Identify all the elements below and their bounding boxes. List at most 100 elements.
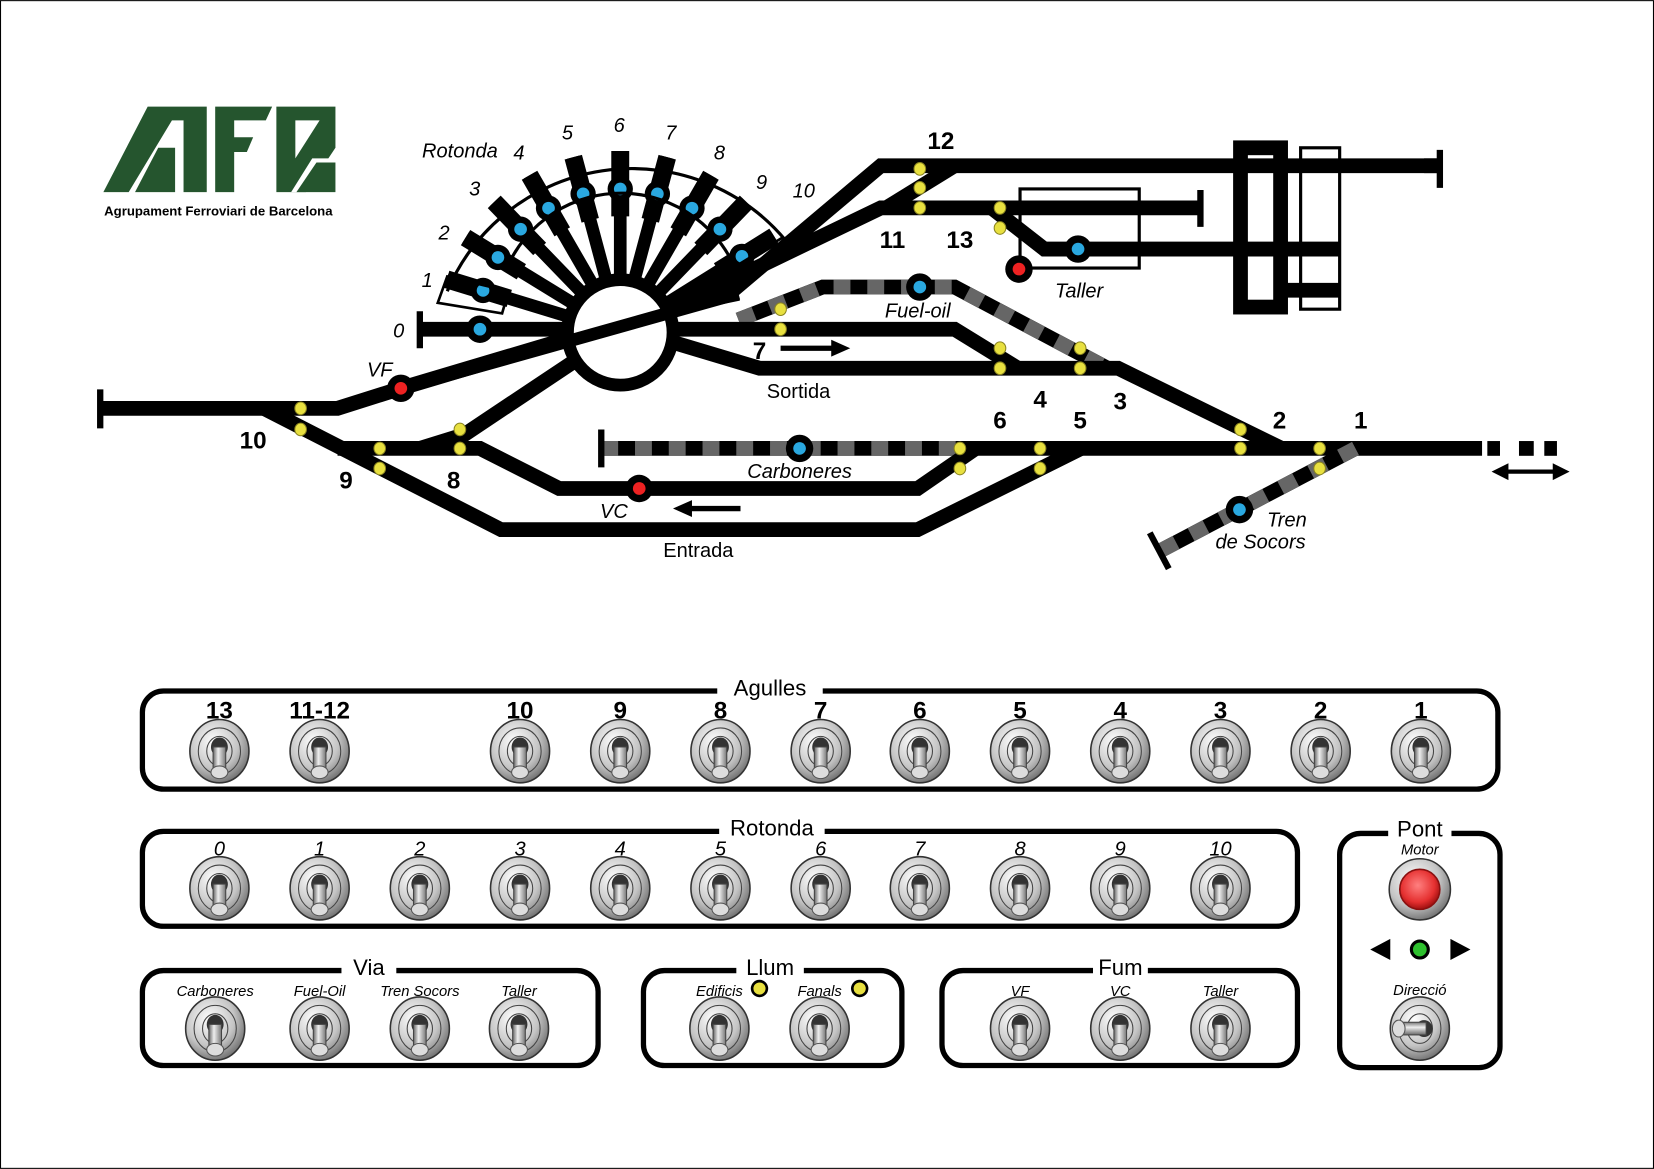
switch-position-led bbox=[294, 401, 307, 416]
rotonda-switch-label: 1 bbox=[314, 839, 325, 861]
via-toggle-switch-tren-socors[interactable] bbox=[389, 996, 451, 1062]
agulles-switch-label: 4 bbox=[1113, 697, 1127, 724]
light-indicator-led bbox=[850, 979, 869, 998]
switch-number: 4 bbox=[1033, 386, 1047, 413]
agulles-toggle-switch-13[interactable] bbox=[189, 718, 250, 784]
rotonda-switch-label: 4 bbox=[615, 839, 626, 861]
rotonda-track-label: 9 bbox=[756, 172, 767, 194]
agulles-toggle-switch-2[interactable] bbox=[1290, 718, 1351, 784]
rotonda-switch-label: 5 bbox=[715, 839, 727, 861]
pont-panel: Pont Motor Direcció bbox=[1337, 816, 1503, 1071]
switch-number: 2 bbox=[1273, 407, 1287, 434]
rotonda-track-label: 8 bbox=[714, 142, 726, 164]
llum-switch-label: Fanals bbox=[797, 984, 842, 1000]
switch-position-led bbox=[294, 422, 307, 437]
agulles-title: Agulles bbox=[734, 675, 807, 700]
rotonda-toggle-switch-7[interactable] bbox=[889, 855, 951, 921]
rotonda-toggle-switch-3[interactable] bbox=[489, 855, 551, 921]
agulles-switch-label: 9 bbox=[614, 697, 628, 724]
rotonda-toggle-switch-0[interactable] bbox=[189, 855, 250, 921]
via-switch-label: Carboneres bbox=[177, 984, 255, 1000]
switch-position-led bbox=[1313, 441, 1326, 456]
rotonda-toggle-switch-5[interactable] bbox=[690, 855, 751, 921]
rotunda-stall-8 bbox=[643, 170, 719, 286]
vc-label: VC bbox=[600, 501, 628, 523]
rotonda-track-label: 0 bbox=[393, 321, 404, 343]
rotonda-toggle-switch-4[interactable] bbox=[589, 855, 651, 921]
switch-number: 10 bbox=[240, 427, 267, 454]
agulles-toggle-switch-1[interactable] bbox=[1390, 718, 1452, 784]
switch-number: 9 bbox=[339, 468, 353, 495]
agulles-toggle-switch-11-12[interactable] bbox=[289, 718, 350, 784]
rotonda-track-label: 7 bbox=[665, 122, 677, 144]
rotonda-toggle-switch-10[interactable] bbox=[1190, 855, 1251, 921]
rotonda-toggle-switch-1[interactable] bbox=[289, 855, 350, 921]
switch-position-led bbox=[953, 441, 967, 456]
via-toggle-switch-taller[interactable] bbox=[488, 996, 550, 1062]
switch-position-led bbox=[913, 181, 927, 195]
afb-logo: Agrupament Ferroviari de Barcelona bbox=[103, 106, 336, 218]
fum-toggle-switch-vc[interactable] bbox=[1089, 996, 1151, 1062]
switch-number: 3 bbox=[1113, 388, 1127, 415]
turntable-bridge bbox=[399, 287, 741, 395]
switch-number: 8 bbox=[447, 468, 461, 495]
motor-button[interactable] bbox=[1388, 857, 1452, 921]
agulles-toggle-switch-6[interactable] bbox=[889, 718, 951, 784]
switch-position-led bbox=[993, 341, 1007, 356]
rotonda-track-label: 5 bbox=[562, 122, 574, 144]
via-title: Via bbox=[353, 955, 385, 980]
via-toggle-switch-fuel-oil[interactable] bbox=[289, 996, 350, 1062]
agulles-toggle-switch-10[interactable] bbox=[489, 718, 551, 784]
via-switch-label: Tren Socors bbox=[380, 984, 460, 1000]
rotonda-switch-label: 2 bbox=[413, 839, 425, 861]
switch-position-led bbox=[1313, 461, 1326, 476]
vf-label: VF bbox=[367, 360, 394, 382]
light-indicator-led bbox=[750, 979, 769, 998]
rotonda-toggle-switch-8[interactable] bbox=[989, 855, 1051, 921]
agulles-switch-label: 7 bbox=[814, 697, 828, 724]
entrada-label: Entrada bbox=[663, 540, 734, 562]
sortida-label: Sortida bbox=[767, 381, 831, 403]
direction-toggle-switch[interactable] bbox=[1389, 996, 1451, 1062]
rotonda-toggle-switch-9[interactable] bbox=[1089, 855, 1151, 921]
switch-position-led bbox=[774, 322, 787, 337]
rotonda-switch-label: 7 bbox=[914, 839, 926, 861]
rotonda-switch-label: 3 bbox=[514, 839, 525, 861]
rotonda-track-label: 10 bbox=[793, 180, 815, 202]
switch-position-led bbox=[1073, 341, 1087, 356]
track-11 bbox=[661, 200, 1201, 315]
rotonda-track-label: 4 bbox=[513, 142, 524, 164]
llum-toggle-switch-fanals[interactable] bbox=[789, 996, 850, 1062]
switch-number: 5 bbox=[1073, 407, 1087, 434]
agulles-toggle-switch-3[interactable] bbox=[1190, 718, 1251, 784]
track-sortida bbox=[662, 332, 1285, 456]
llum-toggle-switch-edificis[interactable] bbox=[689, 996, 750, 1062]
rotunda-stall-4 bbox=[521, 170, 597, 286]
agulles-toggle-switch-8[interactable] bbox=[690, 718, 751, 784]
agulles-toggle-switch-7[interactable] bbox=[790, 718, 851, 784]
agulles-toggle-switch-4[interactable] bbox=[1089, 718, 1151, 784]
rotonda-track-label: 1 bbox=[422, 270, 433, 292]
rotunda-outer-arc bbox=[445, 167, 788, 292]
fum-switch-label: Taller bbox=[1203, 984, 1240, 1000]
track-continues-dashes bbox=[1487, 441, 1557, 456]
switch-number: 13 bbox=[946, 227, 973, 254]
depot-annex bbox=[1299, 146, 1342, 311]
fum-toggle-switch-vf[interactable] bbox=[989, 996, 1051, 1062]
switch-position-led bbox=[373, 461, 387, 476]
rotonda-toggle-switch-6[interactable] bbox=[790, 855, 851, 921]
switch-number: 12 bbox=[927, 128, 954, 155]
switch-position-led bbox=[1073, 361, 1087, 376]
rotonda-toggle-switch-2[interactable] bbox=[389, 855, 451, 921]
switch-position-led bbox=[953, 461, 967, 476]
switch-number: 6 bbox=[993, 407, 1007, 434]
agulles-toggle-switch-5[interactable] bbox=[989, 718, 1051, 784]
switch-position-led bbox=[453, 441, 467, 456]
agulles-toggle-switch-9[interactable] bbox=[589, 718, 651, 784]
via-toggle-switch-carboneres[interactable] bbox=[184, 996, 246, 1062]
fum-toggle-switch-taller[interactable] bbox=[1190, 996, 1251, 1062]
